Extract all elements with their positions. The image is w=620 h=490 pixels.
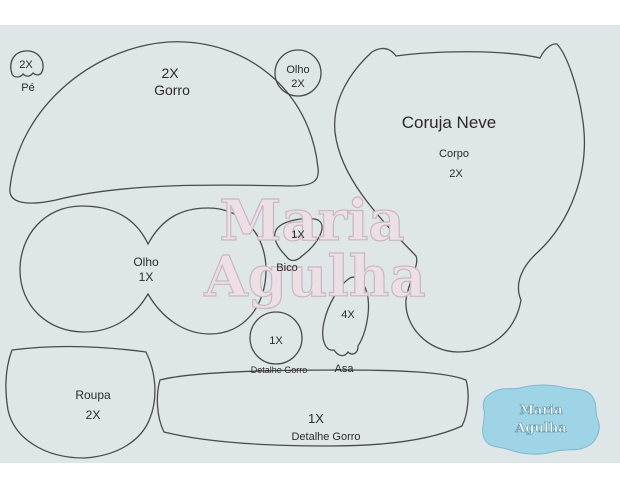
- corpo-name: Corpo: [439, 148, 469, 160]
- roupa-outline: [5, 345, 156, 459]
- gorro-count: 2X: [161, 65, 179, 81]
- badge-line2: Agulha: [514, 421, 567, 436]
- roupa-count: 2X: [86, 408, 101, 422]
- badge-line1: Maria: [519, 403, 563, 418]
- roupa-name: Roupa: [75, 388, 111, 402]
- olho-small-count: 2X: [291, 78, 305, 90]
- badge-shape: [482, 384, 600, 455]
- pe-outline: [10, 50, 44, 78]
- detalhe-gorro-circle-outline: [249, 311, 303, 365]
- bico-count: 1X: [291, 229, 305, 241]
- bico-outline: [274, 217, 323, 262]
- detalhe-gorro-band-count: 1X: [308, 411, 324, 426]
- olho-big-name: Olho: [133, 255, 159, 269]
- asa-outline: [322, 276, 370, 357]
- corpo-title: Coruja Neve: [402, 113, 497, 132]
- gorro-outline: [9, 41, 319, 204]
- olho-big-count: 1X: [139, 270, 154, 284]
- olho-small-name: Olho: [286, 64, 309, 76]
- detalhe-gorro-band-outline: [156, 369, 469, 447]
- detalhe-gorro-circle-count: 1X: [269, 335, 283, 347]
- pe-count: 2X: [19, 59, 33, 71]
- bico-name: Bico: [276, 262, 297, 274]
- detalhe-gorro-band-name: Detalhe Gorro: [291, 431, 360, 443]
- watermark-line2: Agulha: [203, 244, 426, 310]
- asa-count: 4X: [341, 309, 355, 321]
- corpo-count: 2X: [449, 168, 463, 180]
- detalhe-gorro-circle-name: Detalhe Gorro: [251, 365, 308, 375]
- gorro-name: Gorro: [154, 82, 190, 98]
- olho-big-outline: [19, 205, 267, 335]
- bottom-margin: [0, 463, 620, 490]
- asa-name: Asa: [335, 363, 355, 375]
- olho-small-outline: [274, 49, 322, 97]
- pe-name: Pé: [21, 82, 34, 94]
- watermark-line1: Maria: [219, 188, 404, 254]
- maria-agulha-badge: Maria Agulha: [482, 384, 600, 455]
- top-margin: [0, 0, 620, 25]
- corpo-outline: [334, 43, 586, 353]
